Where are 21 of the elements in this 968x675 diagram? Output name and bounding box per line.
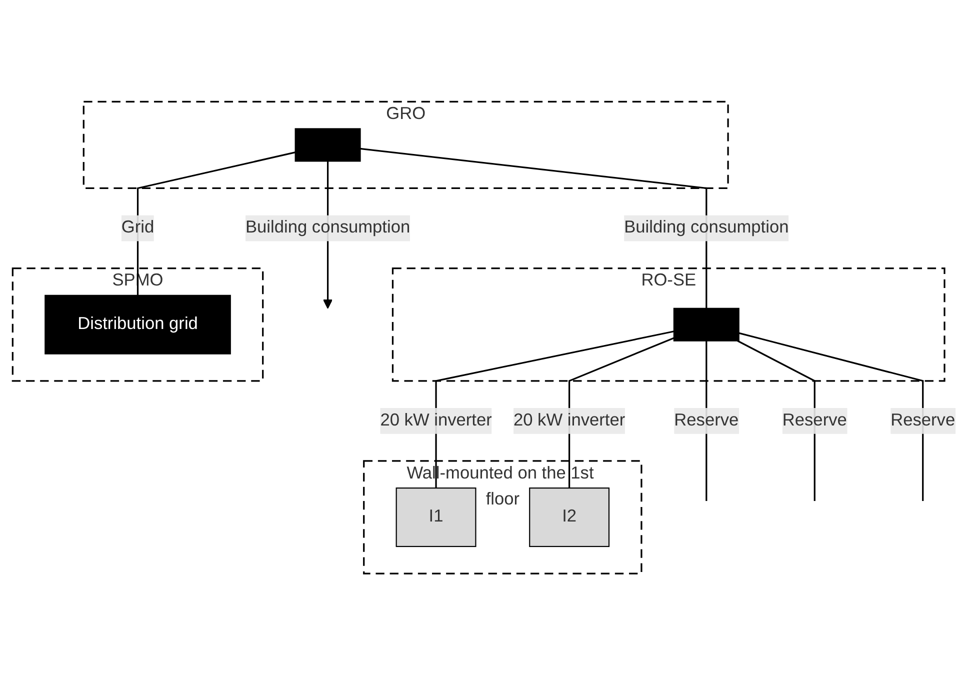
cluster: GRO: [82, 100, 729, 189]
edge-label: Reserve: [674, 411, 739, 430]
node-bar: [673, 308, 740, 342]
node-bar: [294, 128, 361, 162]
node-box: I2: [529, 487, 610, 547]
edge-label: Grid: [121, 218, 154, 237]
edge-label: 20 kW inverter: [380, 411, 492, 430]
edge-label: Building consumption: [624, 218, 789, 237]
edge-label: 20 kW inverter: [513, 411, 626, 430]
connector: [737, 340, 816, 501]
node-box: Distribution grid: [44, 294, 231, 354]
edge-label: Reserve: [782, 411, 847, 430]
connector: [136, 151, 296, 296]
connector: [738, 332, 924, 501]
connector: [568, 337, 674, 488]
connector: [435, 330, 674, 488]
cluster: RO-SE: [392, 267, 946, 382]
node-box: I1: [396, 487, 476, 547]
connector: [360, 148, 708, 308]
edge-label: Building consumption: [245, 218, 410, 237]
edge-label: Reserve: [890, 411, 956, 430]
